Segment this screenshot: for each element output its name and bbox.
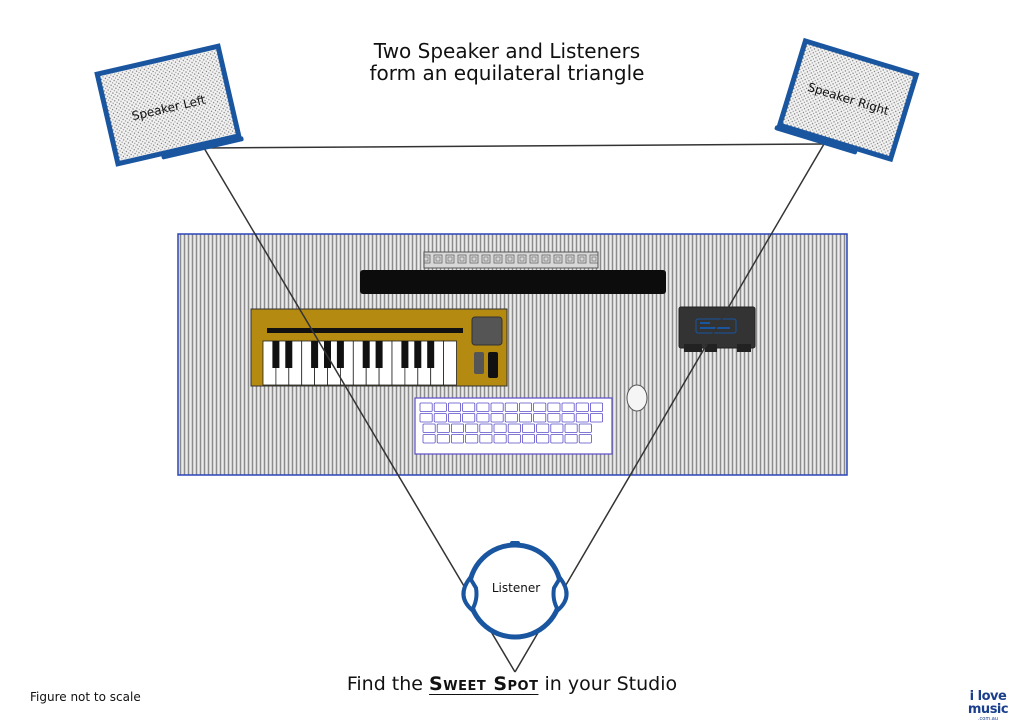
keyboard-key: [547, 413, 561, 423]
keyboard-key: [533, 413, 547, 423]
black-key: [324, 341, 331, 368]
keyboard-key: [450, 434, 464, 444]
black-key: [401, 341, 409, 368]
black-key: [427, 341, 435, 368]
keyboard-key: [564, 423, 578, 433]
keyboard-key: [550, 434, 564, 444]
logo-line-2: music: [967, 702, 1009, 717]
black-key: [272, 341, 280, 368]
keyboard-key: [479, 434, 493, 444]
i-love-music-logo: i love music .com.au: [966, 690, 1010, 722]
keyboard-key: [419, 402, 433, 412]
keyboard-key: [507, 423, 521, 433]
speaker-right: Speaker Right: [774, 37, 920, 163]
keyboard-key: [533, 402, 547, 412]
listener-label: Listener: [492, 581, 540, 595]
keyboard-key: [493, 423, 507, 433]
keyboard-key: [490, 413, 504, 423]
keyboard-key: [578, 434, 592, 444]
audio-interface-grille: [423, 251, 599, 269]
keyboard-key: [422, 423, 436, 433]
keyboard-key: [507, 434, 521, 444]
keyboard-key: [536, 434, 550, 444]
logo-line-3: .com.au: [977, 716, 999, 722]
logo-line-1: i love: [969, 689, 1007, 704]
keyboard-key: [419, 413, 433, 423]
title-line-1: Two Speaker and Listeners: [373, 39, 641, 63]
keyboard-key: [519, 402, 533, 412]
black-key: [311, 341, 319, 368]
keyboard-key: [536, 423, 550, 433]
keyboard-key: [522, 434, 536, 444]
black-key: [336, 341, 344, 368]
computer-keyboard: [414, 397, 613, 455]
keyboard-key: [575, 413, 589, 423]
black-key: [375, 341, 383, 368]
keyboard-key: [590, 402, 604, 412]
white-key: [443, 340, 457, 386]
keyboard-key: [462, 413, 476, 423]
keyboard-key: [476, 413, 490, 423]
listener-head: Listener: [461, 541, 569, 640]
keyboard-key: [578, 423, 592, 433]
keyboard-key: [493, 434, 507, 444]
equilateral-triangle: [203, 143, 825, 673]
keyboard-key: [547, 402, 561, 412]
keyboard-key: [465, 434, 479, 444]
footer-suffix: in your Studio: [538, 673, 678, 695]
footer-title: Find the Sweet Spot in your Studio: [0, 673, 1024, 695]
keyboard-key: [447, 402, 461, 412]
keyboard-key: [564, 434, 578, 444]
footer-prefix: Find the: [346, 673, 430, 695]
keyboard-key: [450, 423, 464, 433]
keyboard-key: [590, 413, 604, 423]
keyboard-key: [476, 402, 490, 412]
keyboard-key: [462, 402, 476, 412]
audio-interface: [678, 306, 756, 352]
keyboard-key: [436, 423, 450, 433]
title-line-2: form an equilateral triangle: [369, 61, 645, 85]
keyboard-key: [465, 423, 479, 433]
black-key: [362, 341, 370, 368]
keyboard-key: [479, 423, 493, 433]
black-key: [285, 341, 293, 368]
monitor-bar: [360, 270, 666, 294]
keyboard-key: [504, 413, 518, 423]
keyboard-key: [519, 413, 533, 423]
scale-note: Figure not to scale: [30, 690, 141, 704]
keyboard-key: [433, 413, 447, 423]
black-key: [414, 341, 422, 368]
mouse: [626, 384, 648, 412]
keyboard-key: [561, 413, 575, 423]
keyboard-key: [575, 402, 589, 412]
speaker-left: Speaker Left: [94, 43, 244, 167]
keyboard-key: [422, 434, 436, 444]
diagram-title: Two Speaker and Listeners form an equila…: [0, 40, 1014, 84]
keyboard-key: [447, 413, 461, 423]
sweet-spot-highlight: Sweet Spot: [429, 673, 539, 695]
keyboard-key: [436, 434, 450, 444]
keyboard-key: [504, 402, 518, 412]
keyboard-key: [561, 402, 575, 412]
keyboard-key: [522, 423, 536, 433]
midi-keyboard: [250, 308, 508, 387]
keyboard-key: [433, 402, 447, 412]
keyboard-key: [550, 423, 564, 433]
keyboard-key: [490, 402, 504, 412]
